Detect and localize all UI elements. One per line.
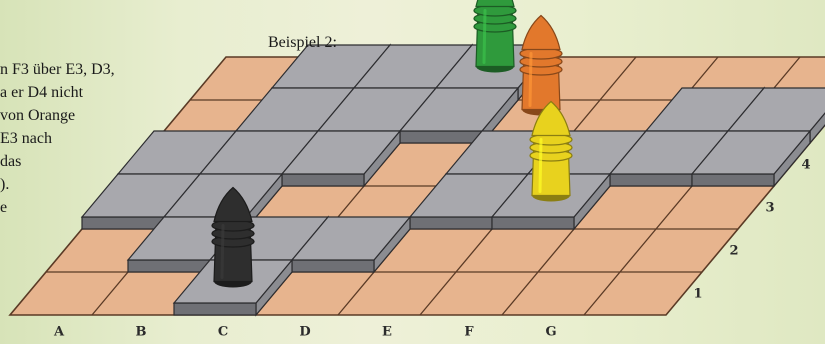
- example-title: Beispiel 2:: [268, 34, 337, 52]
- column-label: A: [54, 325, 64, 340]
- tile-front: [410, 217, 492, 229]
- column-label: C: [218, 325, 228, 340]
- column-label: F: [464, 325, 473, 340]
- rules-text-line: von Orange: [0, 104, 230, 127]
- rules-text-line: ).: [0, 173, 230, 196]
- row-label: 2: [729, 243, 738, 258]
- rules-text-line: e: [0, 196, 230, 219]
- column-label: E: [382, 325, 392, 340]
- rules-text-line: das: [0, 150, 230, 173]
- rules-text-line: a er D4 nicht: [0, 81, 230, 104]
- row-label: 4: [801, 157, 810, 172]
- row-label: 1: [693, 286, 702, 301]
- rules-text: n F3 über E3, D3, a er D4 nicht von Oran…: [0, 58, 230, 219]
- column-label: B: [136, 325, 147, 340]
- green-pawn: [474, 0, 516, 73]
- tile-front: [128, 260, 210, 272]
- orange-pawn: [520, 16, 562, 116]
- tile-front: [282, 174, 364, 186]
- tile-front: [400, 131, 482, 143]
- tile-front: [492, 217, 574, 229]
- tile-front: [610, 174, 692, 186]
- column-label: G: [545, 325, 556, 340]
- rules-text-line: E3 nach: [0, 127, 230, 150]
- rules-text-line: n F3 über E3, D3,: [0, 58, 230, 81]
- tile-front: [292, 260, 374, 272]
- row-label: 3: [765, 200, 774, 215]
- tile-front: [174, 303, 256, 315]
- column-label: D: [299, 325, 310, 340]
- tile-front: [692, 174, 774, 186]
